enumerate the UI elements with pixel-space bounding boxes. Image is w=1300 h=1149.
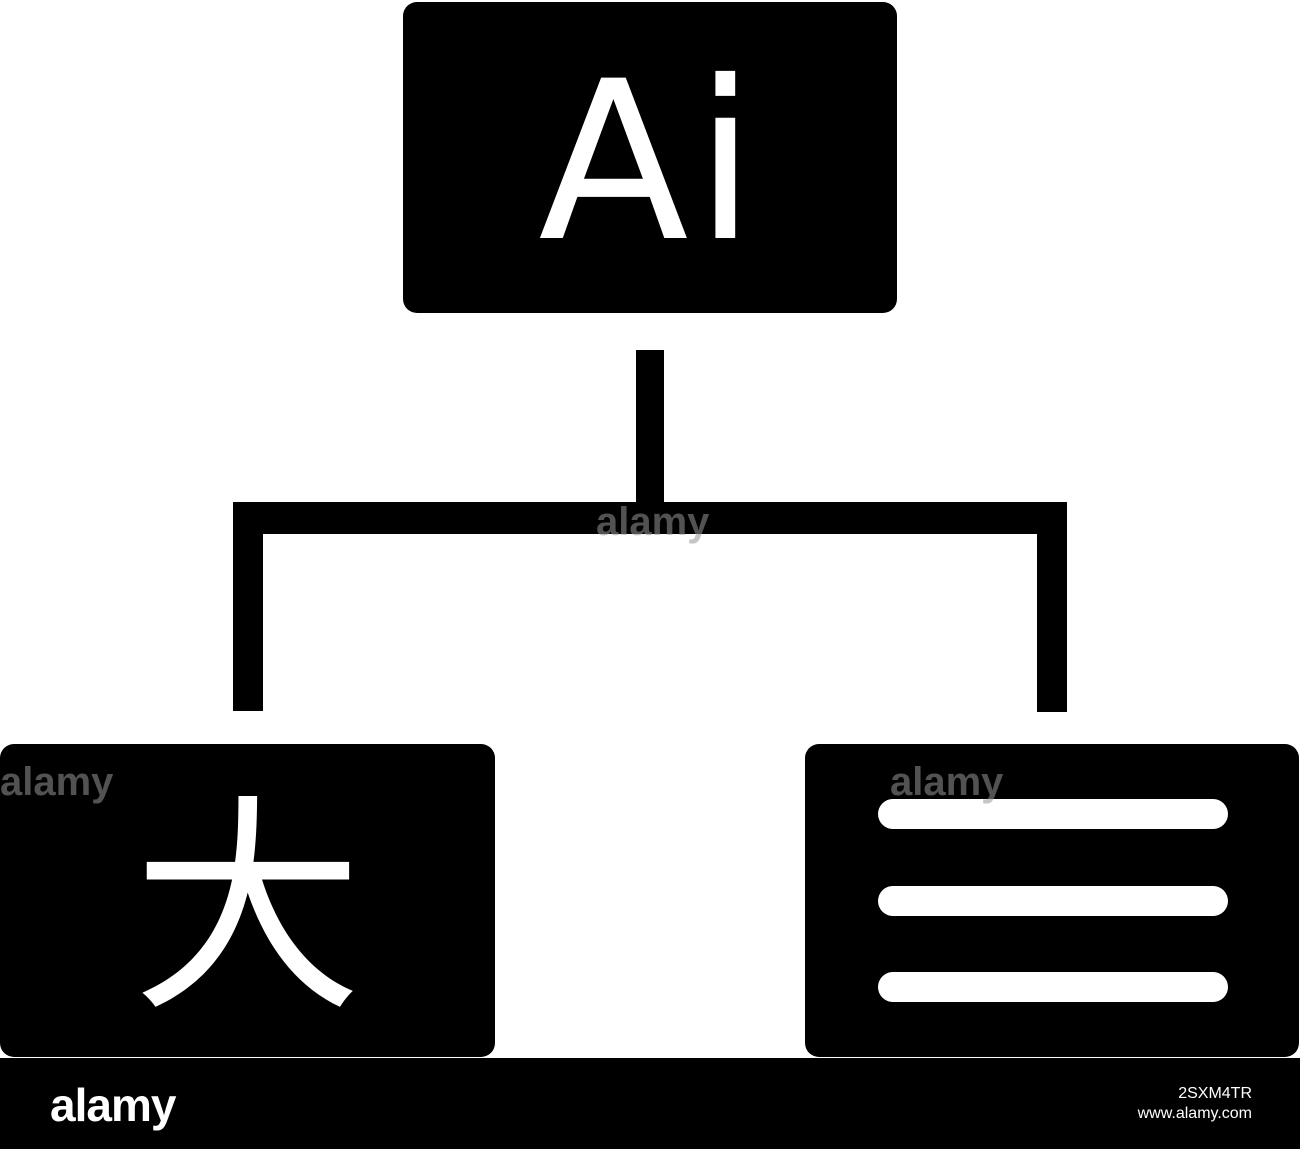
text-line (878, 799, 1228, 829)
image-id: 2SXM4TR (1178, 1085, 1252, 1102)
footer-image-info: 2SXM4TR www.alamy.com (1138, 1084, 1252, 1124)
text-line (878, 972, 1228, 1002)
footer-logo: alamy (50, 1079, 176, 1131)
footer-bar: alamy 2SXM4TR www.alamy.com (0, 1058, 1300, 1149)
connector-horizontal-bar (233, 502, 1067, 534)
left-node-cjk: 大 (0, 744, 495, 1057)
connector-left-drop (233, 502, 263, 711)
connector-right-drop (1037, 502, 1067, 712)
ai-label: Ai (538, 34, 762, 290)
cjk-character-label: 大 (132, 777, 363, 1044)
top-node-ai: Ai (403, 2, 897, 313)
connector-stem (636, 350, 664, 510)
text-line (878, 886, 1228, 916)
right-node-text (805, 744, 1299, 1057)
site-url: www.alamy.com (1137, 1105, 1252, 1122)
